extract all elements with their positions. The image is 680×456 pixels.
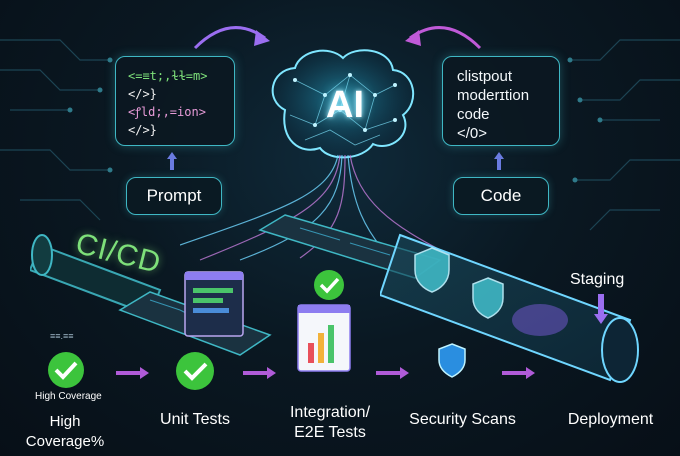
shield-icon [414, 247, 450, 293]
shield-icon [438, 343, 466, 378]
code-line: </>} [128, 123, 157, 137]
brain-icon [271, 49, 415, 159]
step-label-security-scans: Security Scans [409, 411, 516, 428]
arrow-down-icon [594, 294, 608, 324]
code-output-panel: clistpout moderɪtion code </0> [442, 56, 560, 146]
code-text: clistpout [457, 68, 513, 85]
step-label-integration-tests: Integration/ E2E Tests [289, 404, 371, 441]
step-label-deployment: Deployment [567, 411, 654, 428]
step-label-high-coverage: High Coverage% [25, 413, 105, 450]
code-button[interactable]: Code [453, 177, 549, 215]
prompt-button[interactable]: Prompt [126, 177, 222, 215]
check-circle-icon [314, 270, 344, 300]
step-label-unit-tests: Unit Tests [160, 411, 230, 428]
code-text: moderɪtion [457, 87, 530, 104]
code-text: </0> [457, 125, 488, 142]
check-circle-icon [176, 352, 214, 390]
code-line: <ꝭld;,=ion> [128, 105, 206, 119]
shield-icon [472, 277, 504, 319]
code-line: <=≡t;,ɫɫ=m> [128, 69, 208, 83]
arrow-right-icon [376, 367, 409, 379]
ai-label: AI [326, 84, 364, 126]
arrow-up-icon [167, 152, 177, 170]
arrow-up-icon [494, 152, 504, 170]
staging-label: Staging [570, 271, 625, 288]
screen-icon [184, 271, 244, 337]
mini-bars-label: ≡≡.≡≡ [50, 331, 74, 341]
chart-screen-icon [297, 304, 351, 372]
arrow-right-icon [243, 367, 276, 379]
code-line: </>} [128, 87, 157, 101]
data-fibers [180, 154, 451, 261]
arrow-right-icon [502, 367, 535, 379]
curved-arrow-in-icon [193, 26, 270, 50]
curved-arrow-out-icon [405, 26, 482, 50]
arrow-right-icon [116, 367, 149, 379]
high-coverage-badge: High Coverage [35, 391, 102, 402]
check-circle-icon [48, 352, 84, 388]
prompt-code-panel: <=≡t;,ɫɫ=m> </>} <ꝭld;,=ion> </>} [115, 56, 235, 146]
code-text: code [457, 106, 490, 123]
